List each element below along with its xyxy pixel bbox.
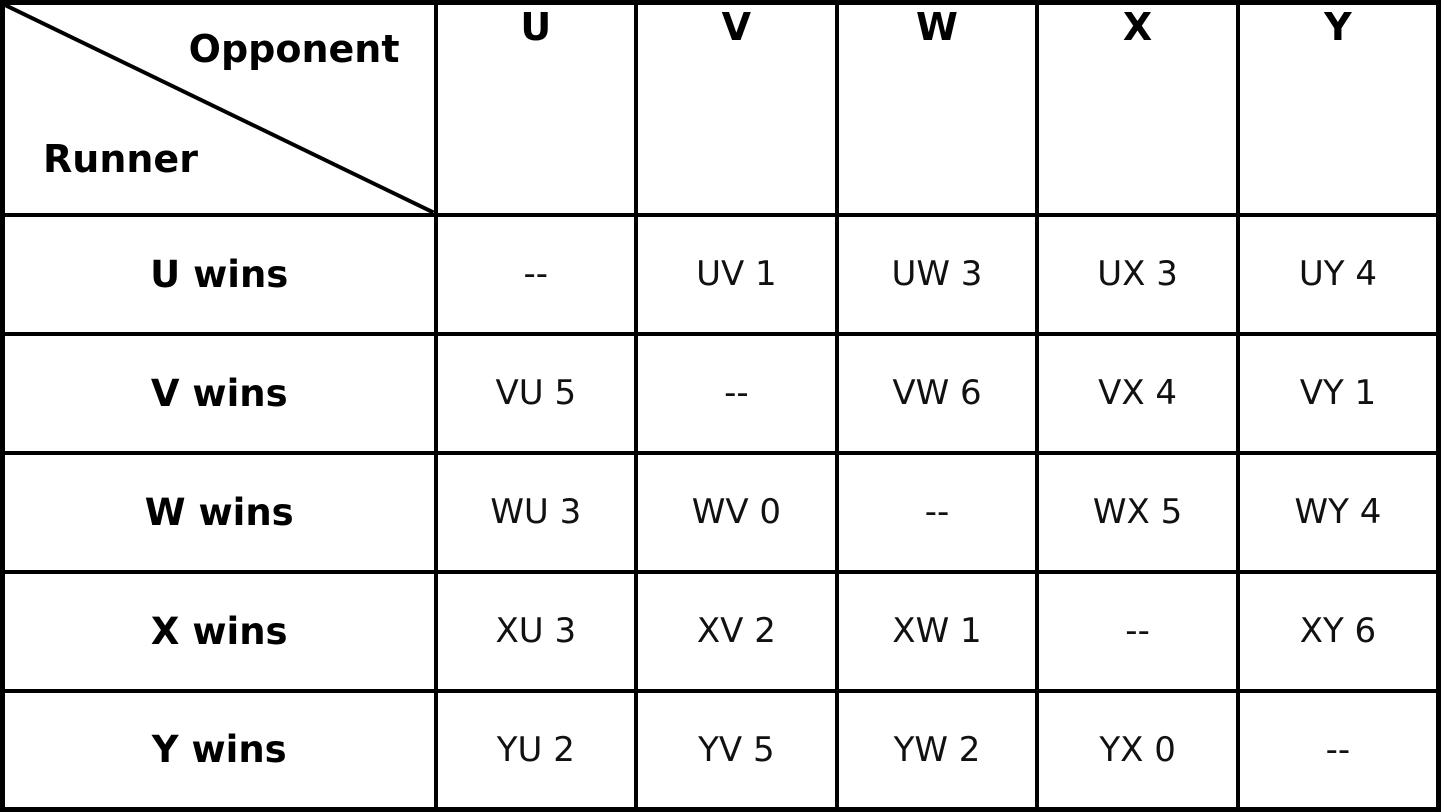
table-cell-vy: VY 1 xyxy=(1235,331,1441,455)
table-cell-wv: WV 0 xyxy=(634,450,839,574)
table-cell-wu: WU 3 xyxy=(433,450,639,574)
table-cell-wx: WX 5 xyxy=(1035,450,1240,574)
table-cell-uu: -- xyxy=(433,212,639,336)
table-cell-yy: -- xyxy=(1235,688,1441,812)
table-cell-xv: XV 2 xyxy=(634,569,839,693)
column-header-v: V xyxy=(634,0,839,217)
table-cell-xx: -- xyxy=(1035,569,1240,693)
table-cell-xy: XY 6 xyxy=(1235,569,1441,693)
table-row-u-wins: U wins -- UV 1 UW 3 UX 3 UY 4 xyxy=(0,212,1441,336)
table-cell-uy: UY 4 xyxy=(1235,212,1441,336)
table-cell-xu: XU 3 xyxy=(433,569,639,693)
table-cell-wy: WY 4 xyxy=(1235,450,1441,574)
table-cell-ww: -- xyxy=(834,450,1040,574)
column-header-y: Y xyxy=(1235,0,1441,217)
table-cell-vu: VU 5 xyxy=(433,331,639,455)
runner-axis-label: Runner xyxy=(43,137,198,181)
table-cell-vv: -- xyxy=(634,331,839,455)
table-cell-ux: UX 3 xyxy=(1035,212,1240,336)
table-cell-vx: VX 4 xyxy=(1035,331,1240,455)
table-cell-vw: VW 6 xyxy=(834,331,1040,455)
column-header-w: W xyxy=(834,0,1040,217)
table-cell-xw: XW 1 xyxy=(834,569,1040,693)
diagonal-divider-line xyxy=(5,5,434,213)
column-header-x: X xyxy=(1035,0,1240,217)
opponent-axis-label: Opponent xyxy=(188,27,400,71)
header-row: Opponent Runner U V W X Y xyxy=(0,0,1441,217)
corner-header-cell: Opponent Runner xyxy=(0,0,438,217)
row-label-v-wins: V wins xyxy=(0,331,438,455)
table-cell-yu: YU 2 xyxy=(433,688,639,812)
row-label-u-wins: U wins xyxy=(0,212,438,336)
table-cell-uw: UW 3 xyxy=(834,212,1040,336)
row-label-w-wins: W wins xyxy=(0,450,438,574)
table-cell-yw: YW 2 xyxy=(834,688,1040,812)
table-cell-yx: YX 0 xyxy=(1035,688,1240,812)
table-row-x-wins: X wins XU 3 XV 2 XW 1 -- XY 6 xyxy=(0,569,1441,693)
column-header-u: U xyxy=(433,0,639,217)
row-label-x-wins: X wins xyxy=(0,569,438,693)
table-cell-uv: UV 1 xyxy=(634,212,839,336)
table-cell-yv: YV 5 xyxy=(634,688,839,812)
row-label-y-wins: Y wins xyxy=(0,688,438,812)
table-row-y-wins: Y wins YU 2 YV 5 YW 2 YX 0 -- xyxy=(0,688,1441,812)
table-row-v-wins: V wins VU 5 -- VW 6 VX 4 VY 1 xyxy=(0,331,1441,455)
table-row-w-wins: W wins WU 3 WV 0 -- WX 5 WY 4 xyxy=(0,450,1441,574)
